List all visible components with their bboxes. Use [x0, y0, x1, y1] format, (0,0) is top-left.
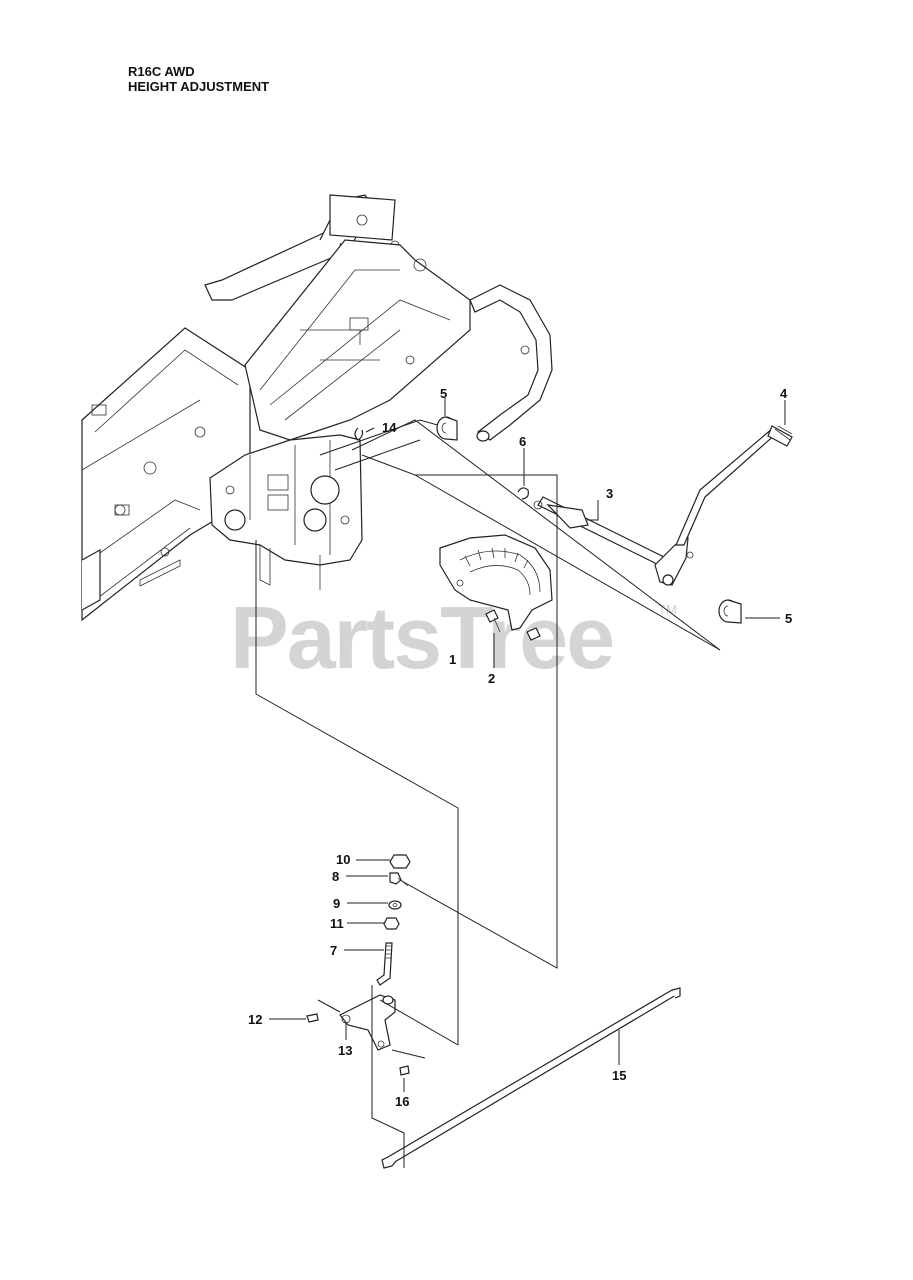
nut-11 [383, 917, 400, 930]
screw-16 [399, 1065, 410, 1076]
title-block: R16C AWD HEIGHT ADJUSTMENT [128, 64, 269, 94]
callout-4: 4 [780, 386, 788, 401]
callout-11: 11 [330, 916, 344, 931]
callout-5-upper: 5 [440, 386, 447, 401]
callout-16: 16 [395, 1094, 409, 1109]
callout-13: 13 [338, 1043, 352, 1058]
assembly-lines [255, 419, 721, 1168]
bell-crank-13 [339, 994, 396, 1051]
section-title: HEIGHT ADJUSTMENT [128, 79, 270, 94]
callout-5-lower: 5 [785, 611, 792, 626]
callout-14: 14 [382, 420, 397, 435]
bolt-8 [389, 872, 409, 887]
callout-8: 8 [332, 869, 339, 884]
callout-1: 1 [449, 652, 456, 667]
hair-pin-clip [354, 427, 364, 441]
callout-2: 2 [488, 671, 495, 686]
callout-7: 7 [330, 943, 337, 958]
callout-12: 12 [248, 1012, 262, 1027]
callout-10: 10 [336, 852, 350, 867]
threaded-rod-7 [376, 942, 393, 986]
leader-lines [269, 398, 786, 1092]
watermark-text: PartsTree [230, 588, 613, 687]
locknut-10 [389, 854, 411, 869]
washer-9 [388, 900, 402, 910]
callout-numbers: 1 2 3 4 5 5 6 7 8 9 10 11 12 13 14 15 16 [248, 386, 792, 1109]
retaining-clip [517, 487, 543, 510]
mounting-bolts [485, 609, 541, 641]
callout-9: 9 [333, 896, 340, 911]
mower-frame [81, 194, 553, 622]
callout-3: 3 [606, 486, 613, 501]
bushing-upper [436, 416, 458, 441]
callout-15: 15 [612, 1068, 626, 1083]
model-title: R16C AWD [128, 64, 195, 79]
screw-12 [306, 1013, 319, 1023]
callout-6: 6 [519, 434, 526, 449]
link-rod-15 [381, 987, 681, 1169]
bushing-lower [718, 599, 742, 624]
height-adjust-rod-assembly [537, 425, 793, 586]
height-quadrant-plate [439, 534, 553, 631]
